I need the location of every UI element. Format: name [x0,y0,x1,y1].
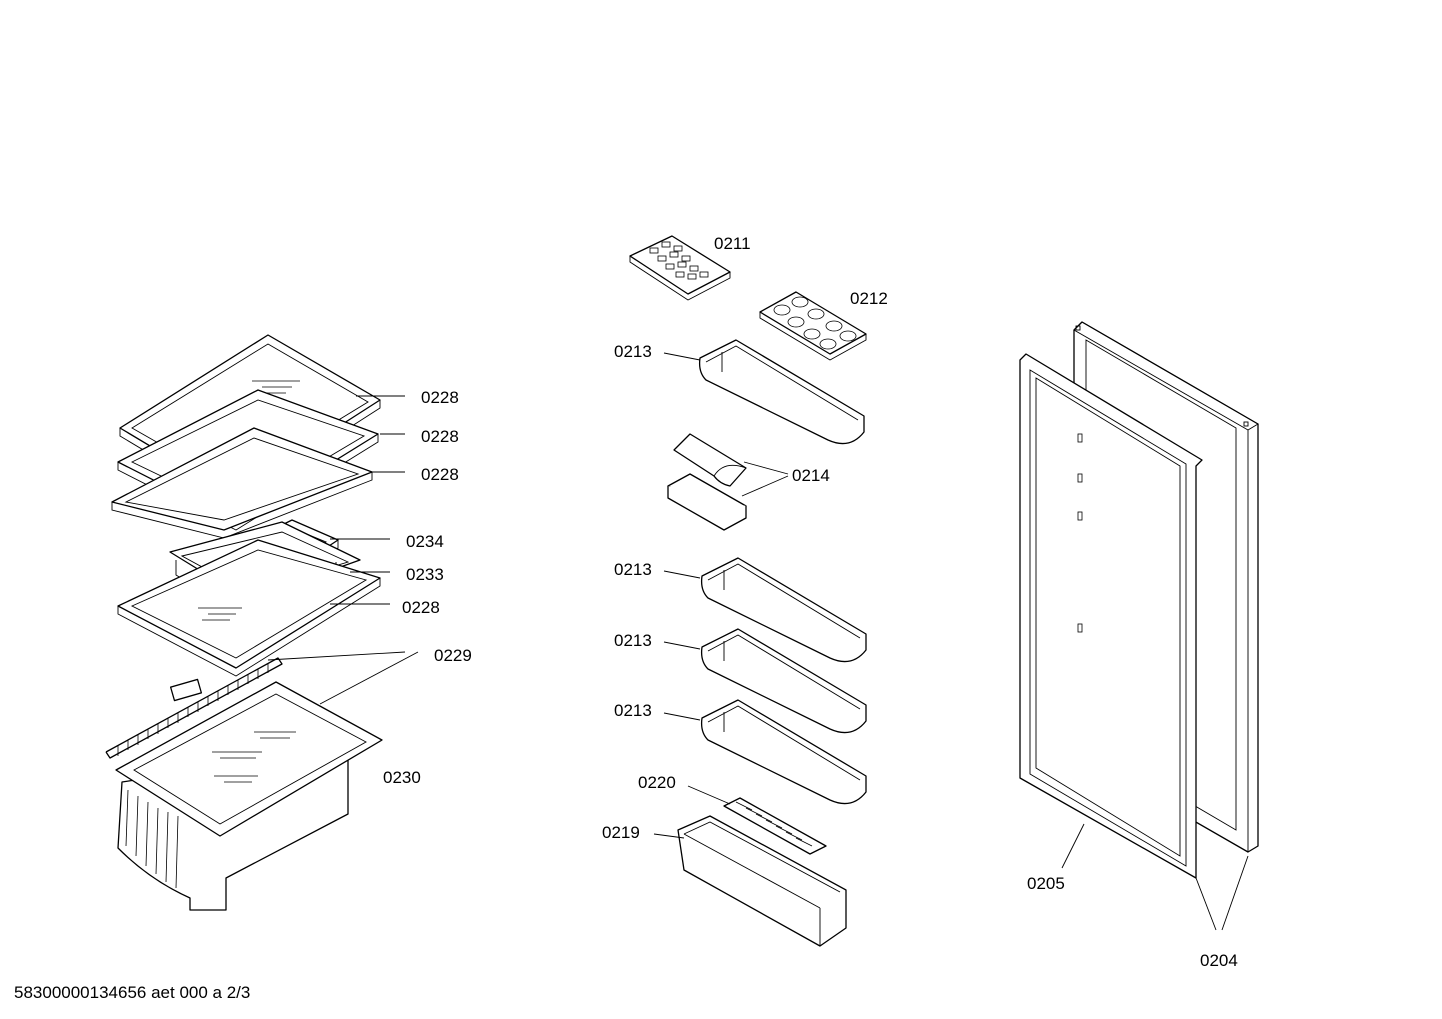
label-0211: 0211 [714,234,751,253]
door-shelf-0213-b [700,557,867,663]
document-footer: 58300000134656 aet 000 a 2/3 [14,983,250,1002]
rail-0229 [105,657,283,759]
butter-dish-0214 [667,433,747,531]
label-0213-a: 0213 [614,342,652,361]
door-shelf-0213-a [698,339,865,445]
leader-lines-middle [653,352,789,839]
bottle-shelf-0219 [677,815,847,947]
leader-lines-left [267,395,419,705]
ice-tray-0211 [629,235,731,301]
label-0204: 0204 [1200,951,1238,970]
label-0228-c: 0228 [421,465,459,484]
label-0220: 0220 [638,773,676,792]
label-0228-a: 0228 [421,388,459,407]
leader-lines-right [1061,823,1249,931]
label-0213-d: 0213 [614,701,652,720]
label-0234: 0234 [406,532,444,551]
label-0205: 0205 [1027,874,1065,893]
door-shelf-0213-c [700,628,867,734]
label-0229: 0229 [434,646,472,665]
door-shelf-0213-d [700,699,867,805]
crisper-0230 [115,681,383,911]
label-0212: 0212 [850,289,888,308]
label-0214: 0214 [792,466,830,485]
label-0230: 0230 [383,768,421,787]
label-0233: 0233 [406,565,444,584]
egg-tray-0212 [759,291,867,361]
clip-0220 [723,797,827,855]
label-0213-b: 0213 [614,560,652,579]
label-0219: 0219 [602,823,640,842]
shelf-0228-bottom [117,539,381,677]
label-0228-b: 0228 [421,427,459,446]
part-labels: 0228 0228 0228 0234 0233 0228 0229 0230 … [14,234,1238,1002]
gasket-0205 [1019,353,1203,879]
label-0213-c: 0213 [614,631,652,650]
label-0228-d: 0228 [402,598,440,617]
